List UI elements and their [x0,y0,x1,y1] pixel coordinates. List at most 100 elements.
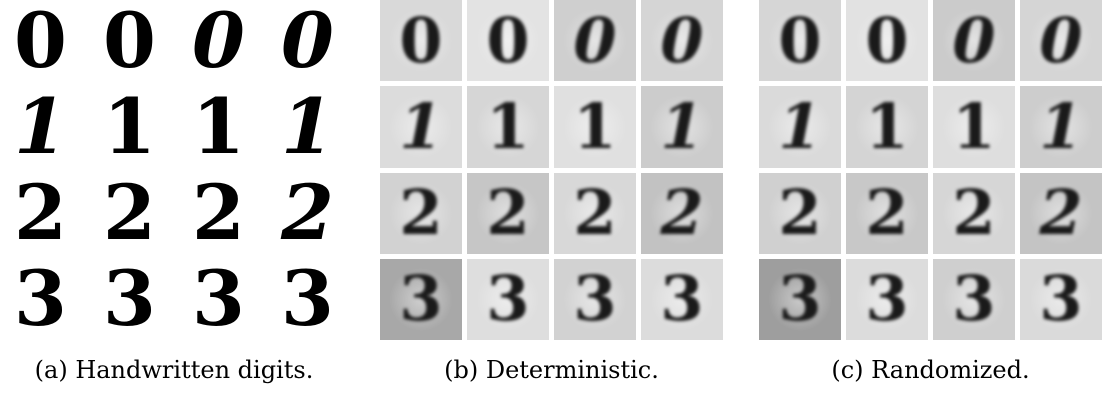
digit-glyph: 3 [865,262,909,336]
deterministic-caption: (b) Deterministic. [444,356,659,384]
randomized-reconstruction-tile: 1 [759,86,841,168]
randomized-reconstruction-tile: 0 [759,0,841,82]
digit-glyph: 3 [103,258,156,340]
deterministic-reconstruction-tile: 3 [641,258,723,340]
randomized-reconstruction-tile: 1 [846,86,928,168]
digit-glyph: 1 [573,89,617,163]
digit-glyph: 0 [660,3,704,77]
digit-glyph: 3 [778,262,822,336]
digit-glyph: 2 [660,176,704,250]
digit-glyph: 0 [192,0,245,82]
digit-glyph: 2 [573,176,617,250]
handwritten-digit-tile: 0 [178,0,259,82]
handwritten-digit-tile: 1 [0,86,81,168]
handwritten-digit-tile: 3 [267,258,348,340]
digit-glyph: 3 [660,262,704,336]
digit-glyph: 0 [103,0,156,82]
deterministic-reconstruction-tile: 2 [467,172,549,254]
deterministic-reconstruction-tile: 3 [380,258,462,340]
deterministic-reconstruction-tile: 1 [641,86,723,168]
deterministic-reconstruction-tile: 1 [554,86,636,168]
digit-glyph: 1 [865,89,909,163]
handwritten-digit-tile: 1 [89,86,170,168]
digit-glyph: 0 [573,3,617,77]
digit-glyph: 3 [14,258,67,340]
handwritten-digit-tile: 3 [178,258,259,340]
digit-glyph: 1 [486,89,530,163]
randomized-reconstruction-tile: 3 [1020,258,1102,340]
handwritten-digits-caption: (a) Handwritten digits. [34,356,314,384]
digit-glyph: 2 [865,176,909,250]
digit-glyph: 0 [1039,3,1083,77]
randomized-reconstruction-tile: 3 [759,258,841,340]
handwritten-digit-tile: 1 [267,86,348,168]
randomized-reconstruction-tile: 1 [933,86,1015,168]
randomized-reconstruction-tile: 3 [846,258,928,340]
digit-glyph: 1 [1039,89,1083,163]
randomized-reconstruction-tile: 0 [1020,0,1102,82]
digit-glyph: 0 [281,0,334,82]
digit-glyph: 1 [952,89,996,163]
digit-glyph: 2 [486,176,530,250]
handwritten-digit-tile: 2 [89,172,170,254]
handwritten-digit-tile: 3 [0,258,81,340]
digit-glyph: 1 [281,86,334,168]
handwritten-digit-tile: 2 [0,172,81,254]
deterministic-reconstruction-tile: 0 [554,0,636,82]
digit-glyph: 3 [281,258,334,340]
deterministic-reconstruction-tile: 3 [554,258,636,340]
digit-glyph: 2 [399,176,443,250]
digit-glyph: 3 [192,258,245,340]
digit-glyph: 0 [778,3,822,77]
handwritten-digit-tile: 2 [267,172,348,254]
digit-glyph: 2 [192,172,245,254]
randomized-reconstruction-tile: 3 [933,258,1015,340]
digit-glyph: 2 [281,172,334,254]
digit-glyph: 0 [952,3,996,77]
handwritten-digit-tile: 0 [0,0,81,82]
randomized-reconstruction-tile: 1 [1020,86,1102,168]
deterministic-reconstruction-tile: 0 [380,0,462,82]
digit-glyph: 0 [14,0,67,82]
handwritten-digit-tile: 0 [267,0,348,82]
handwritten-digit-tile: 0 [89,0,170,82]
deterministic-reconstruction-tile: 2 [554,172,636,254]
digit-glyph: 0 [865,3,909,77]
digit-glyph: 3 [486,262,530,336]
digit-glyph: 3 [1039,262,1083,336]
digit-glyph: 1 [778,89,822,163]
digit-glyph: 2 [14,172,67,254]
randomized-reconstruction-tile: 2 [1020,172,1102,254]
digit-glyph: 0 [399,3,443,77]
digit-glyph: 1 [14,86,67,168]
randomized-reconstruction-tile: 0 [933,0,1015,82]
digit-glyph: 1 [103,86,156,168]
digit-glyph: 0 [486,3,530,77]
randomized-caption: (c) Randomized. [831,356,1030,384]
digit-glyph: 2 [1039,176,1083,250]
handwritten-digit-tile: 2 [178,172,259,254]
deterministic-reconstruction-tile: 3 [467,258,549,340]
deterministic-reconstruction-tile: 2 [380,172,462,254]
digit-glyph: 3 [952,262,996,336]
digit-glyph: 3 [399,262,443,336]
randomized-reconstruction-tile: 2 [933,172,1015,254]
digit-glyph: 3 [573,262,617,336]
deterministic-reconstruction-tile: 0 [641,0,723,82]
randomized-reconstruction-tile: 2 [846,172,928,254]
digit-glyph: 2 [778,176,822,250]
digit-glyph: 1 [399,89,443,163]
digit-glyph: 1 [660,89,704,163]
deterministic-reconstruction-tile: 0 [467,0,549,82]
randomized-reconstruction-tile: 0 [846,0,928,82]
deterministic-reconstruction-tile: 2 [641,172,723,254]
handwritten-digit-tile: 3 [89,258,170,340]
deterministic-reconstruction-tile: 1 [467,86,549,168]
digit-glyph: 2 [952,176,996,250]
deterministic-reconstruction-tile: 1 [380,86,462,168]
